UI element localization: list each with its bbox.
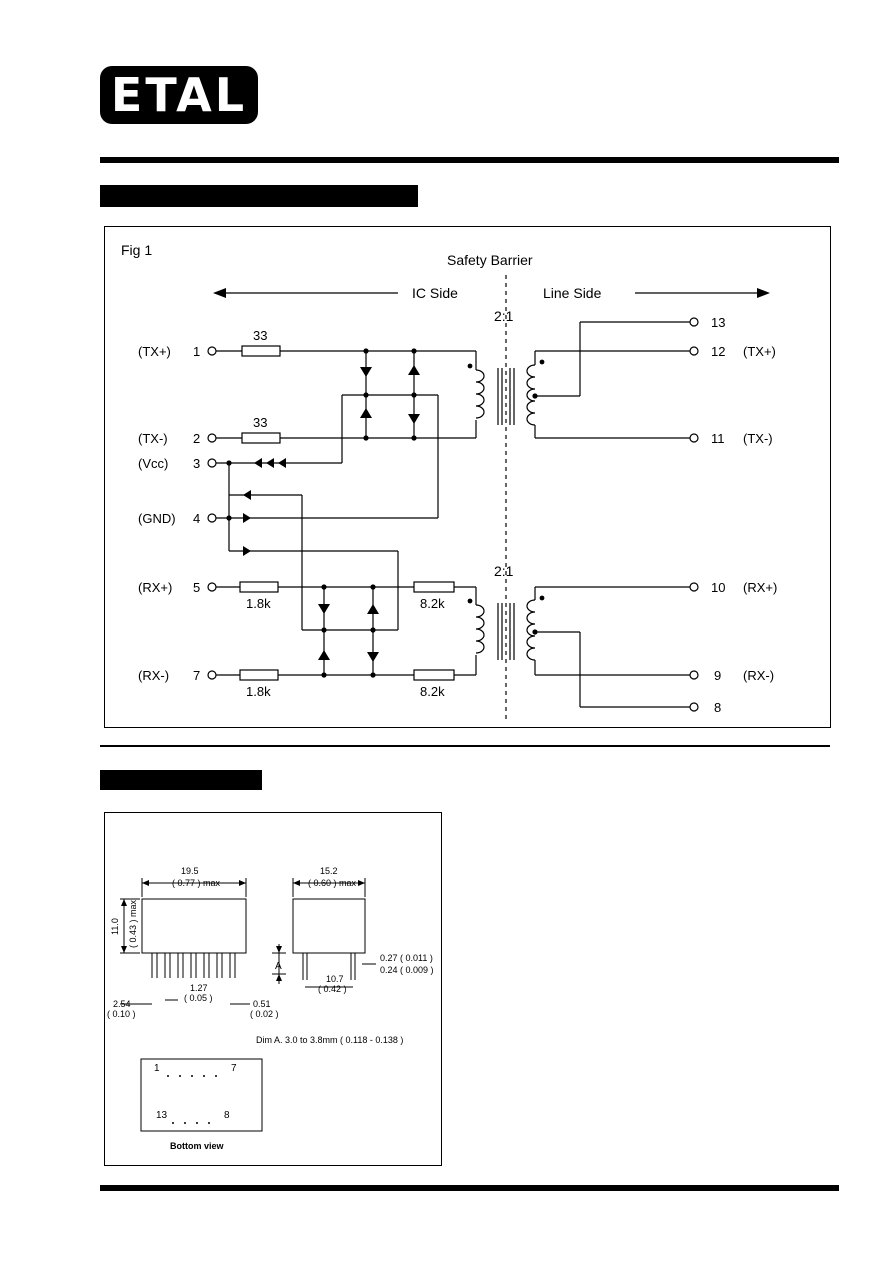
barrier-label: Safety Barrier xyxy=(447,252,533,268)
right-pin-label: (TX+) xyxy=(743,344,776,359)
height-mm: 11.0 xyxy=(110,918,120,935)
left-pin-num: 2 xyxy=(193,431,200,446)
bottom-pin-1: 1 xyxy=(154,1063,160,1074)
left-pin-num: 7 xyxy=(193,668,200,683)
thickness-b: 0.24 ( 0.009 ) xyxy=(380,965,434,975)
depth-in: ( 0.60 ) max xyxy=(308,878,357,888)
resistor-tx2-label: 33 xyxy=(253,415,267,430)
left-pin-label: (RX+) xyxy=(138,580,172,595)
schematic-diagram: Fig 1 Safety Barrier IC Side Line Side 2… xyxy=(121,242,777,722)
right-pin-label: (TX-) xyxy=(743,431,773,446)
left-pin-label: (Vcc) xyxy=(138,456,168,471)
bottom-view-caption: Bottom view xyxy=(170,1141,225,1151)
left-pin-num: 5 xyxy=(193,580,200,595)
resistor-rx-a-label: 1.8k xyxy=(246,596,271,611)
logo-text: ETAL xyxy=(110,68,248,122)
ratio-bottom-label: 2:1 xyxy=(494,563,514,579)
bottom-pin-7: 7 xyxy=(231,1063,237,1074)
row-mm: 10.7 xyxy=(326,974,344,984)
footer-rule xyxy=(100,1185,839,1191)
left-pin-label: (RX-) xyxy=(138,668,169,683)
dimensions-drawing: 19.5 ( 0.77 ) max 15.2 ( 0.60 ) max 11.0… xyxy=(107,866,434,1151)
left-pin-label: (TX+) xyxy=(138,344,171,359)
width-in: ( 0.77 ) max xyxy=(172,878,221,888)
pitch-mm: 1.27 xyxy=(190,983,208,993)
ratio-top-label: 2:1 xyxy=(494,308,514,324)
dimensions-frame xyxy=(104,812,442,1166)
resistor-rx-c-label: 1.8k xyxy=(246,684,271,699)
pin-width-in: ( 0.02 ) xyxy=(250,1009,279,1019)
height-in: ( 0.43 ) max xyxy=(128,899,138,948)
right-pin-label: (RX-) xyxy=(743,668,774,683)
etal-logo: ETAL xyxy=(100,66,258,124)
depth-mm: 15.2 xyxy=(320,866,338,876)
fig-label: Fig 1 xyxy=(121,242,152,258)
right-pin-num: 13 xyxy=(711,315,725,330)
section-bar-schematic xyxy=(100,185,418,207)
row-in: ( 0.42 ) xyxy=(318,984,347,994)
right-pin-num: 8 xyxy=(714,700,721,715)
resistor-tx1-label: 33 xyxy=(253,328,267,343)
section-rule xyxy=(100,745,830,747)
right-pin-num: 11 xyxy=(711,431,725,446)
ic-side-label: IC Side xyxy=(412,285,458,301)
left-pin-label: (TX-) xyxy=(138,431,168,446)
bottom-pin-13: 13 xyxy=(156,1110,168,1121)
right-pin-label: (RX+) xyxy=(743,580,777,595)
left-pin-label: (GND) xyxy=(138,511,176,526)
edge-mm: 2.54 xyxy=(113,999,131,1009)
right-pin-num: 9 xyxy=(714,668,721,683)
thickness-a: 0.27 ( 0.011 ) xyxy=(380,953,433,963)
resistor-rx-d-label: 8.2k xyxy=(420,684,445,699)
line-side-label: Line Side xyxy=(543,285,602,301)
right-pin-num: 12 xyxy=(711,344,725,359)
left-pin-num: 3 xyxy=(193,456,200,471)
edge-in: ( 0.10 ) xyxy=(107,1009,136,1019)
left-pin-num: 4 xyxy=(193,511,200,526)
header-rule xyxy=(100,157,839,163)
left-pin-num: 1 xyxy=(193,344,200,359)
width-mm: 19.5 xyxy=(181,866,199,876)
pitch-in: ( 0.05 ) xyxy=(184,993,213,1003)
resistor-rx-b-label: 8.2k xyxy=(420,596,445,611)
bottom-pin-8: 8 xyxy=(224,1110,230,1121)
section-bar-dimensions xyxy=(100,770,262,790)
dim-a-letter: A xyxy=(275,961,282,972)
pin-width-mm: 0.51 xyxy=(253,999,271,1009)
schematic-frame xyxy=(104,226,831,728)
dim-a-note: Dim A. 3.0 to 3.8mm ( 0.118 - 0.138 ) xyxy=(256,1035,403,1045)
right-pin-num: 10 xyxy=(711,580,725,595)
